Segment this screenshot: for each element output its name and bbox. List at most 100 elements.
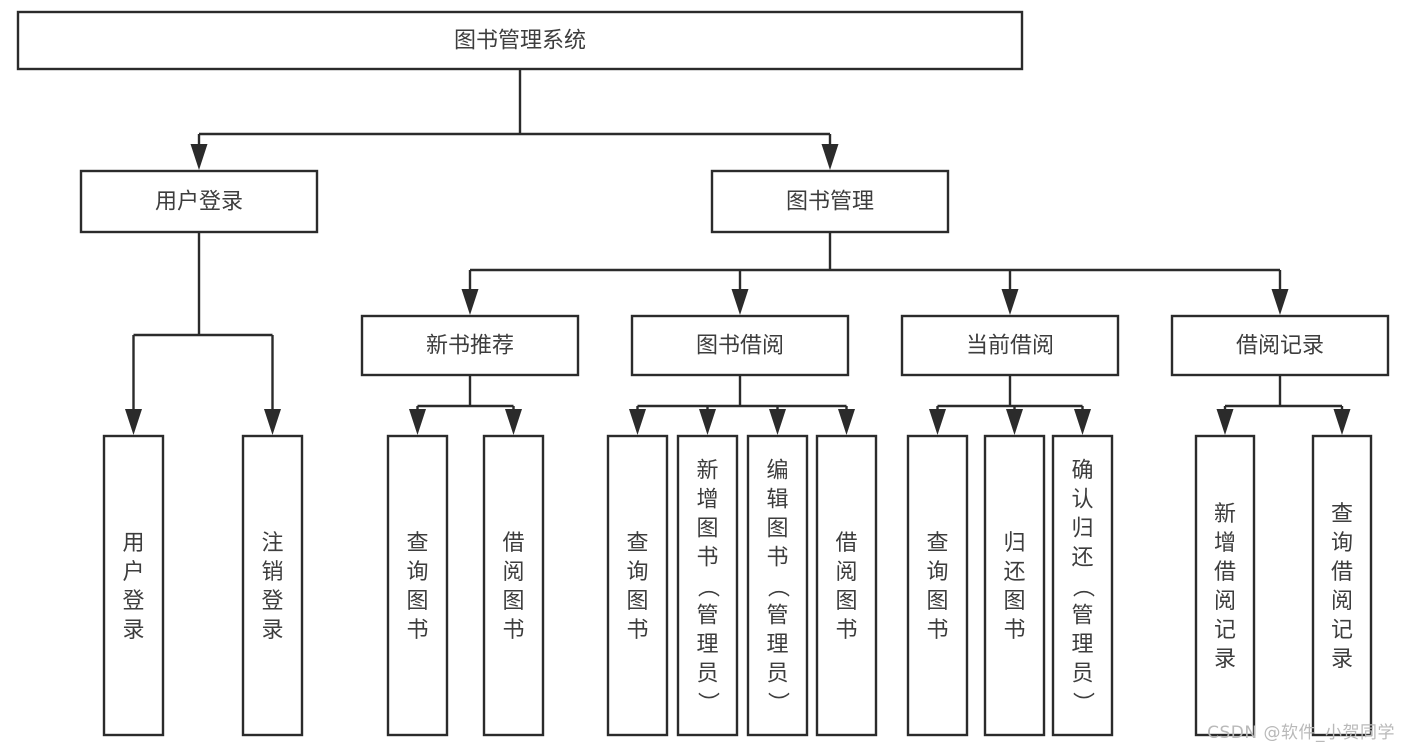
node-box-leaf-edit-book[interactable]	[746, 434, 809, 737]
node-label-char: 查	[926, 531, 948, 556]
node-label-char: 确	[1071, 459, 1093, 484]
node-label-char: 阅	[1331, 589, 1353, 614]
node-label-char: 员	[1071, 662, 1093, 687]
connector-arrowhead	[125, 409, 142, 435]
node-label-char: 注	[261, 531, 283, 556]
node-label-char: 询	[1331, 531, 1353, 556]
node-label-char: 销	[261, 560, 283, 585]
node-label-char: 员	[696, 662, 718, 687]
connector-group-borrow-record	[1216, 375, 1351, 435]
node-label-char: 查	[406, 531, 428, 556]
node-borrow-record[interactable]: 借阅记录	[1170, 314, 1390, 377]
node-label-char: 认	[1071, 488, 1093, 513]
connector-arrowhead	[505, 409, 522, 435]
node-box-leaf-return-book[interactable]	[983, 434, 1046, 737]
node-book-manage[interactable]: 图书管理	[710, 169, 950, 234]
connector-group-new-book-rec	[409, 375, 522, 435]
connector-group-user-login	[125, 232, 281, 435]
node-label-new-book-rec: 新书推荐	[426, 334, 514, 359]
node-box-leaf-add-book[interactable]	[676, 434, 739, 737]
node-label-char: 增	[696, 488, 718, 513]
connector-arrowhead	[1216, 409, 1234, 435]
node-label-char: 理	[696, 633, 718, 658]
node-box-book-borrow[interactable]	[630, 314, 850, 377]
node-box-borrow-record[interactable]	[1170, 314, 1390, 377]
node-label-root: 图书管理系统	[454, 29, 586, 54]
node-label-char: 书	[406, 618, 428, 643]
node-user-login[interactable]: 用户登录	[79, 169, 319, 234]
node-box-leaf-user-login[interactable]	[102, 434, 165, 737]
node-label-char: 图	[502, 589, 524, 614]
node-label-char: 归	[1003, 531, 1025, 556]
node-label-char: 借	[835, 531, 857, 556]
node-label-current-borrow: 当前借阅	[966, 334, 1054, 359]
connector-arrowhead	[461, 289, 479, 315]
node-label-char: 书	[1003, 618, 1025, 643]
node-label-char: 借	[1214, 560, 1236, 585]
node-label-char: 还	[1071, 546, 1093, 571]
node-label-char: 询	[406, 560, 428, 585]
node-box-new-book-rec[interactable]	[360, 314, 580, 377]
nodes-layer: 图书管理系统用户登录图书管理新书推荐图书借阅当前借阅借阅记录用户登录注销登录查询…	[16, 10, 1390, 737]
connector-group-current-borrow	[929, 375, 1091, 435]
node-label-char: 询	[926, 560, 948, 585]
node-label-char: 理	[766, 633, 788, 658]
node-label-char: 图	[406, 589, 428, 614]
node-box-user-login[interactable]	[79, 169, 319, 234]
node-label-char: 录	[1331, 647, 1353, 672]
node-box-leaf-add-borrow-record[interactable]	[1194, 434, 1256, 737]
node-label-char: 借	[502, 531, 524, 556]
connector-group-book-manage	[461, 232, 1289, 315]
node-label-char: 还	[1003, 560, 1025, 585]
node-label-borrow-record: 借阅记录	[1236, 334, 1324, 359]
node-label-char: 录	[122, 618, 144, 643]
connector-arrowhead	[264, 409, 281, 435]
connector-arrowhead	[1001, 289, 1019, 315]
connector-arrowhead	[929, 409, 946, 435]
node-label-char: 书	[835, 618, 857, 643]
node-box-current-borrow[interactable]	[900, 314, 1120, 377]
node-box-leaf-user-logout[interactable]	[241, 434, 304, 737]
node-box-leaf-query-book-current[interactable]	[906, 434, 969, 737]
node-label-char: 图	[766, 517, 788, 542]
node-box-root[interactable]	[16, 10, 1024, 71]
node-label-char: 询	[626, 560, 648, 585]
node-new-book-rec[interactable]: 新书推荐	[360, 314, 580, 377]
node-label-char: 借	[1331, 560, 1353, 585]
node-label-char: 阅	[502, 560, 524, 585]
node-box-leaf-query-borrow-record[interactable]	[1311, 434, 1373, 737]
node-leaf-user-login[interactable]: 用户登录	[102, 434, 165, 737]
edges-layer	[125, 69, 1351, 435]
connector-arrowhead	[838, 409, 855, 435]
node-box-leaf-borrow-book-rec[interactable]	[482, 434, 545, 737]
node-box-book-manage[interactable]	[710, 169, 950, 234]
node-root[interactable]: 图书管理系统	[16, 10, 1024, 71]
node-label-char: 登	[261, 589, 283, 614]
node-box-leaf-borrow-book[interactable]	[815, 434, 878, 737]
node-box-leaf-confirm-return[interactable]	[1051, 434, 1114, 737]
node-label-char: 图	[696, 517, 718, 542]
node-label-char: ）	[1070, 692, 1095, 714]
node-box-leaf-query-book-rec[interactable]	[386, 434, 449, 737]
node-label-book-borrow: 图书借阅	[696, 334, 784, 359]
node-current-borrow[interactable]: 当前借阅	[900, 314, 1120, 377]
node-label-char: 阅	[1214, 589, 1236, 614]
node-box-leaf-query-book-borrow[interactable]	[606, 434, 669, 737]
node-label-char: 书	[626, 618, 648, 643]
connector-arrowhead	[1333, 409, 1351, 435]
node-label-char: 辑	[766, 488, 788, 513]
node-book-borrow[interactable]: 图书借阅	[630, 314, 850, 377]
connector-arrowhead	[409, 409, 426, 435]
